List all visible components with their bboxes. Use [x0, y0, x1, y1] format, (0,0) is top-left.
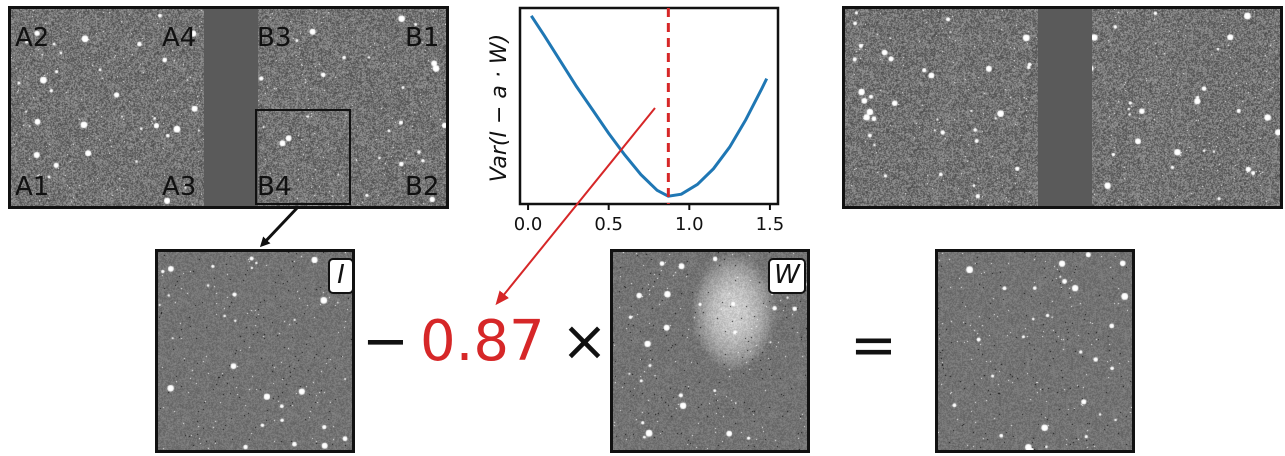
quadrant-label-a1: A1: [15, 172, 50, 202]
quadrant-label-b2: B2: [405, 172, 440, 202]
quadrant-label-b4: B4: [257, 172, 292, 202]
result-noise: [938, 252, 1132, 450]
x-tick-label: 1.0: [675, 214, 704, 235]
x-tick-label: 1.5: [756, 214, 785, 235]
quadrant-label-a2: A2: [15, 23, 50, 53]
quadrant-label-b3: B3: [257, 23, 292, 53]
times-operator: ×: [561, 309, 608, 374]
template-w-panel: W: [610, 249, 810, 453]
b4-to-image-arrow: [259, 205, 300, 248]
b4-selection-box: [255, 109, 351, 205]
variance-plot: 0.0 0.5 1.0 1.5 Var(I − a · W): [487, 6, 785, 235]
y-axis-label: Var(I − a · W): [487, 34, 512, 182]
mosaic-panel: A2 A4 B3 B1 A1 A3 B4 B2: [8, 6, 449, 209]
x-tick-label: 0.0: [514, 214, 543, 235]
plot-frame: [518, 6, 780, 206]
corrected-mosaic-panel: [842, 6, 1283, 209]
result-panel: [935, 249, 1135, 453]
image-i-label: I: [328, 258, 352, 294]
variance-curve: [530, 14, 769, 198]
image-i-noise: [158, 252, 352, 450]
quadrant-label-a4: A4: [162, 23, 197, 53]
corrected-chip-gap: [1038, 9, 1092, 206]
image-i-panel: I: [155, 249, 355, 453]
equals-operator: =: [850, 313, 897, 378]
x-tick-label: 0.5: [594, 214, 623, 235]
quadrant-label-b1: B1: [405, 23, 440, 53]
mosaic-chip-gap: [204, 9, 258, 206]
minus-operator: −: [362, 309, 409, 374]
template-w-label: W: [768, 258, 806, 294]
coefficient-value: 0.87: [420, 309, 545, 374]
quadrant-label-a3: A3: [162, 172, 197, 202]
